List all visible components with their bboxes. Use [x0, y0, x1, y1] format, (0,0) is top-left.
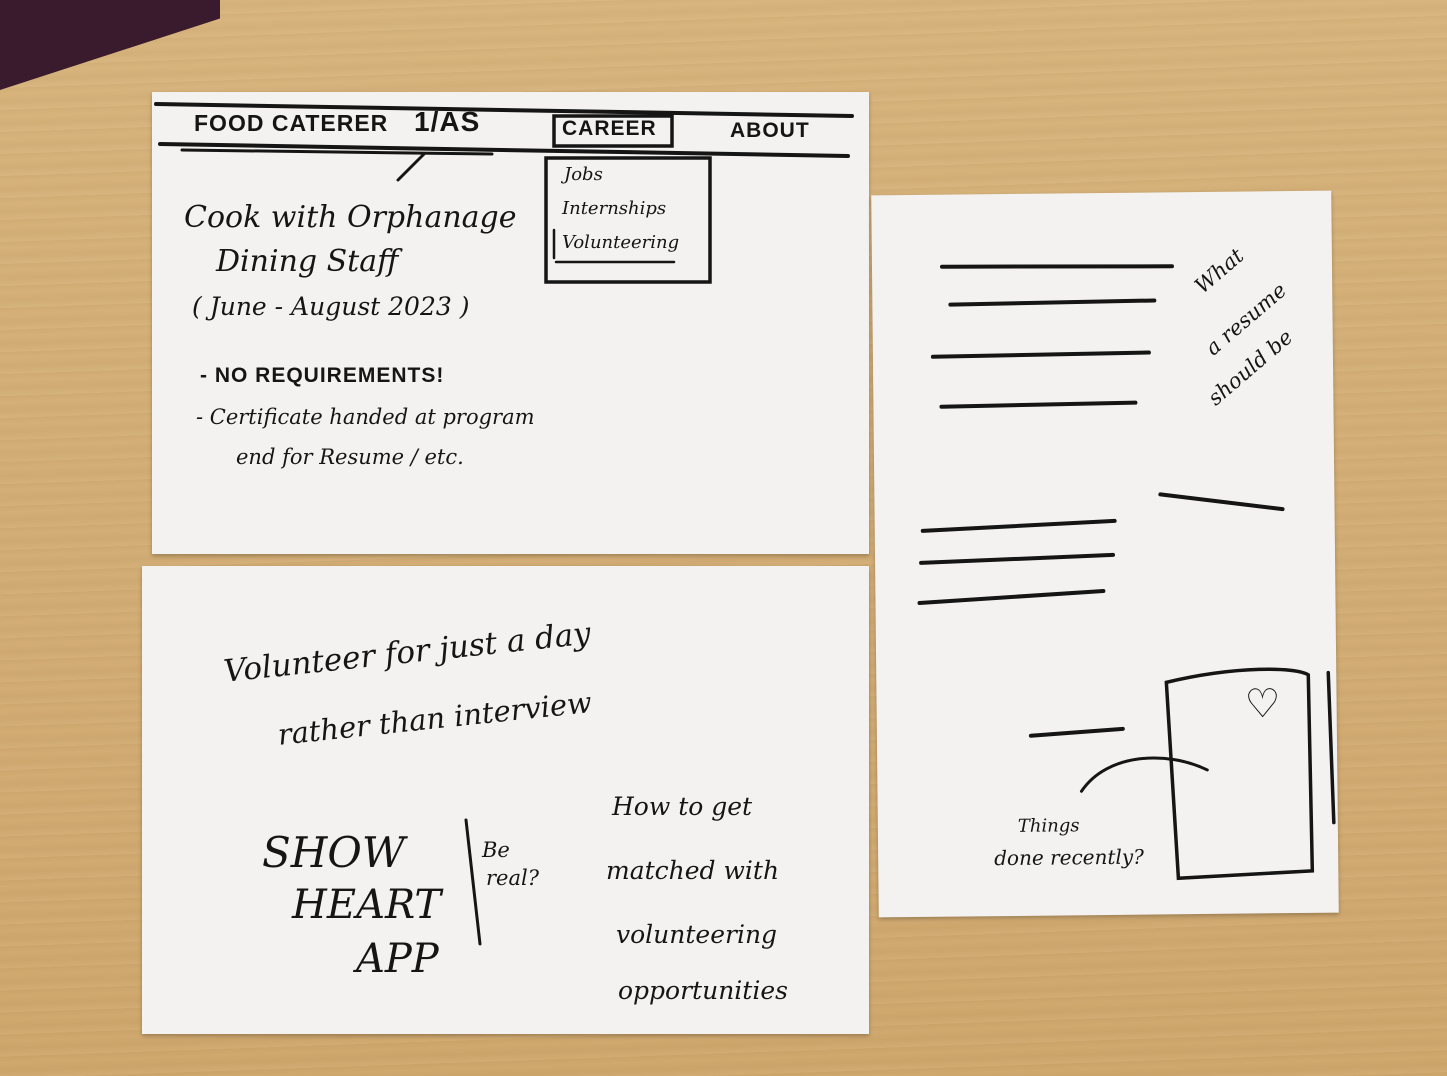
- listing-bullet-requirements: - NO REQUIREMENTS!: [200, 364, 445, 387]
- listing-dates: ( June - August 2023 ): [192, 292, 470, 321]
- listing-bullet-certificate-line2: end for Resume / etc.: [236, 445, 464, 469]
- website-sketch-card: FOOD CATERER 1/AS CAREER ABOUT Jobs Inte…: [152, 92, 869, 554]
- app-name-line3: APP: [356, 936, 439, 982]
- nav-rule-lines: [154, 102, 854, 284]
- heart-icon: ♡: [1244, 681, 1281, 728]
- match-note-line2: matched with: [606, 856, 780, 885]
- resume-sketch-card: ♡ What a resume should be Things done re…: [871, 190, 1339, 918]
- match-note-line1: How to get: [612, 792, 753, 821]
- nav-brand[interactable]: FOOD CATERER: [194, 110, 389, 136]
- menu-item-internships[interactable]: Internships: [562, 198, 667, 219]
- menu-item-volunteering[interactable]: Volunteering: [562, 232, 680, 253]
- listing-title-line2: Dining Staff: [216, 244, 399, 279]
- app-aside-line1: Be: [482, 838, 510, 862]
- app-divider-line: [464, 818, 482, 946]
- app-name-line2: HEART: [292, 882, 442, 928]
- app-name-line1: SHOW: [262, 828, 406, 877]
- listing-bullet-certificate-line1: - Certificate handed at program: [196, 405, 535, 429]
- menu-item-jobs[interactable]: Jobs: [564, 164, 603, 185]
- nav-career-tab[interactable]: CAREER: [562, 117, 657, 140]
- nav-brand-suffix: 1/AS: [414, 106, 481, 137]
- fabric-corner: [0, 0, 220, 90]
- resume-placeholder-lines: [917, 264, 1336, 881]
- ideas-card: Volunteer for just a day rather than int…: [142, 566, 869, 1034]
- match-note-line4: opportunities: [618, 976, 788, 1005]
- match-note-line3: volunteering: [616, 920, 778, 949]
- things-note-line1: Things: [1017, 815, 1080, 837]
- nav-about-tab[interactable]: ABOUT: [730, 119, 810, 142]
- listing-title-line1: Cook with Orphanage: [184, 200, 517, 235]
- things-note-line2: done recently?: [994, 844, 1144, 871]
- app-aside-line2: real?: [486, 866, 539, 890]
